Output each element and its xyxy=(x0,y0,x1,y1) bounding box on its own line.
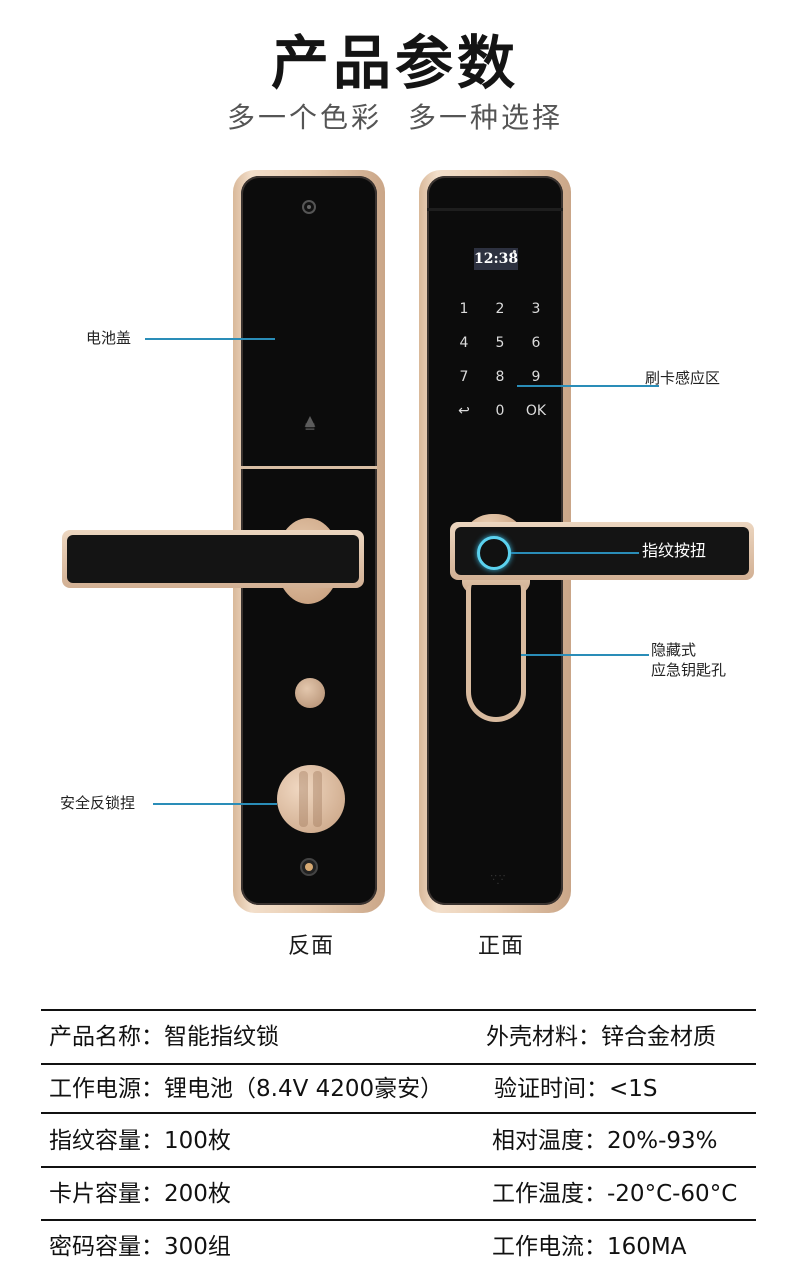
spec-row-left: 密码容量：300组 xyxy=(49,1234,231,1260)
handle-back xyxy=(62,530,364,588)
callout-card-reader: 刷卡感应区 xyxy=(645,369,721,387)
spec-row-left: 工作电源：锂电池（8.4V 4200豪安） xyxy=(49,1076,444,1102)
view-label-back: 反面 xyxy=(288,934,335,959)
fingerprint-sensor-icon xyxy=(477,536,511,570)
spec-row-left: 指纹容量：100枚 xyxy=(49,1128,231,1154)
callout-fingerprint-button: 指纹按扭 xyxy=(642,541,707,560)
page-subtitle: 多一个色彩 多一种选择 xyxy=(227,101,563,134)
callout-line xyxy=(145,338,275,340)
view-label-front: 正面 xyxy=(478,934,525,959)
key-back-icon[interactable]: ↩ xyxy=(458,403,470,419)
battery-cover-seam xyxy=(241,466,377,469)
key-ok[interactable]: OK xyxy=(525,403,547,419)
key-4[interactable]: 4 xyxy=(459,335,469,351)
spec-row-right: 外壳材料：锌合金材质 xyxy=(486,1024,716,1050)
knob-small xyxy=(295,678,325,708)
callout-line xyxy=(153,803,277,805)
key-2[interactable]: 2 xyxy=(495,301,505,317)
camera-icon xyxy=(302,200,316,214)
key-0[interactable]: 0 xyxy=(495,403,505,419)
bottom-sensor-back xyxy=(300,858,318,876)
page-title: 产品参数 xyxy=(270,29,519,97)
spec-row-right: 相对温度：20%-93% xyxy=(492,1128,718,1154)
callout-hidden-keyhole-line1: 隐藏式 xyxy=(651,641,697,659)
key-5[interactable]: 5 xyxy=(495,335,505,351)
callout-line xyxy=(511,552,639,554)
key-6[interactable]: 6 xyxy=(531,335,541,351)
thumbturn-icon xyxy=(277,765,345,833)
spec-row-right: 验证时间：<1S xyxy=(494,1076,658,1102)
eject-arrow-icon: ▲≡ xyxy=(304,413,316,435)
table-rule xyxy=(41,1219,756,1221)
callout-battery-cover: 电池盖 xyxy=(86,329,132,347)
callout-line xyxy=(521,654,649,656)
spec-row-left: 卡片容量：200枚 xyxy=(49,1181,231,1207)
table-rule xyxy=(41,1112,756,1114)
key-cover-slot xyxy=(466,585,526,722)
key-9[interactable]: 9 xyxy=(531,369,541,385)
spec-row-right: 工作温度：-20°C-60°C xyxy=(492,1181,738,1207)
table-rule xyxy=(41,1166,756,1168)
handle-front xyxy=(450,522,754,580)
lock-keypad: 1 2 3 4 5 6 7 8 9 ↩ 0 OK xyxy=(446,300,554,420)
key-1[interactable]: 1 xyxy=(459,301,469,317)
table-rule xyxy=(41,1063,756,1065)
key-7[interactable]: 7 xyxy=(459,369,469,385)
callout-safety-thumbturn: 安全反锁捏 xyxy=(60,794,136,812)
lock-display-screen: 12:38 xyxy=(474,248,518,270)
key-3[interactable]: 3 xyxy=(531,301,541,317)
spec-row-right: 工作电流：160MA xyxy=(492,1234,687,1260)
callout-hidden-keyhole-line2: 应急钥匙孔 xyxy=(651,661,727,679)
callout-line xyxy=(517,385,659,387)
table-rule xyxy=(41,1009,756,1011)
spec-row-left: 产品名称：智能指纹锁 xyxy=(49,1024,279,1050)
key-8[interactable]: 8 xyxy=(495,369,505,385)
speaker-grille-icon: ∵∵· xyxy=(490,873,508,890)
